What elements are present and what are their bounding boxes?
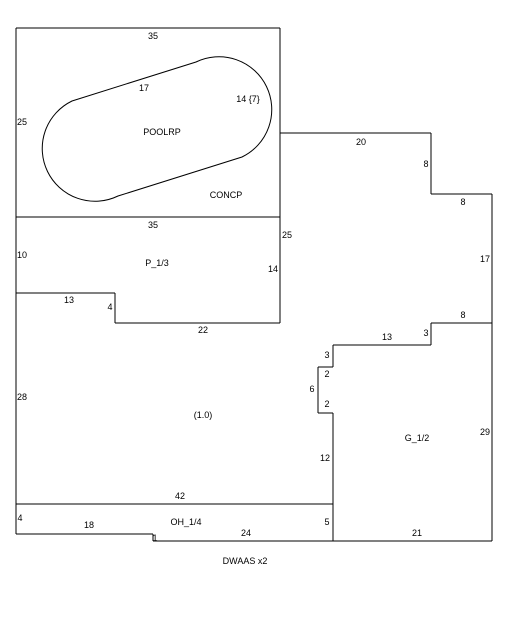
dimension-label: 3 [423,328,428,338]
dimension-label: 5 [324,517,329,527]
dimension-label: 17 [480,254,490,264]
pool-outline [41,56,273,202]
dimension-label: 22 [198,325,208,335]
dimension-label: 8 [460,310,465,320]
area-label-patio: P_1/3 [145,258,169,268]
dimension-label: 20 [356,137,366,147]
dimension-label: 28 [17,392,27,402]
sketch-caption: DWAAS x2 [222,556,268,566]
dimension-label: 35 [148,220,158,230]
dimension-label: 18 [84,520,94,530]
area-label-overhang: OH_1/4 [170,517,201,527]
dimension-label: 10 [17,250,27,260]
dimension-label: 14 [268,264,278,274]
patio-outline [16,217,281,324]
area-label-main: (1.0) [194,410,213,420]
dimension-label: 42 [175,491,185,501]
house-outline [15,132,493,541]
dimension-label: 13 [64,295,74,305]
area-label-concp: CONCP [210,190,243,200]
dimension-label: 8 [423,159,428,169]
area-label-poolrp: POOLRP [143,127,181,137]
pool-deck-outline [15,27,281,218]
dimension-label: 6 [309,384,314,394]
dimension-label: 25 [17,117,27,127]
dimension-label: 14 {7} [236,94,260,104]
dimension-label: 1 [152,533,157,543]
dimension-label: 13 [382,332,392,342]
dimension-label: 12 [320,453,330,463]
dimension-label: 8 [460,197,465,207]
dimension-label: 2 [324,399,329,409]
area-label-garage: G_1/2 [405,433,430,443]
dimension-label: 25 [282,230,292,240]
dimension-label: 21 [412,528,422,538]
garage-outline [317,322,492,542]
dimension-label: 4 [107,302,112,312]
dimension-label: 2 [324,369,329,379]
dimension-label: 24 [241,528,251,538]
dimension-label: 29 [480,427,490,437]
overhang-outline [16,503,333,542]
dimension-label: 3 [324,350,329,360]
dimension-label: 4 [17,513,22,523]
dimension-label: 35 [148,31,158,41]
dimension-label: 17 [139,83,149,93]
